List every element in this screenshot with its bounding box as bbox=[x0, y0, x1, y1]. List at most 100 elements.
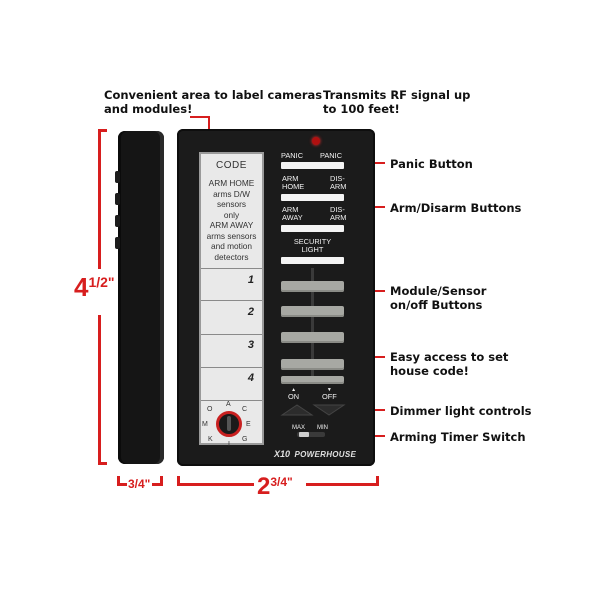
height-bracket-top bbox=[98, 129, 107, 132]
on-label: ▲ ON bbox=[288, 388, 299, 401]
height-bracket-bottom bbox=[98, 462, 107, 465]
security-light-label-2: LIGHT bbox=[301, 245, 324, 254]
max-label: MAX bbox=[292, 425, 306, 431]
callout-label-area: Convenient area to label cameras and mod… bbox=[104, 88, 323, 116]
label-line: detectors bbox=[214, 251, 249, 262]
label-slot-number: 4 bbox=[247, 372, 254, 384]
label-divider bbox=[201, 334, 262, 335]
callout-arming-timer: Arming Timer Switch bbox=[390, 430, 526, 444]
height-bracket-line-bottom bbox=[98, 315, 101, 465]
width-whole: 2 bbox=[257, 473, 271, 500]
security-light-label-1: SECURITY bbox=[293, 237, 332, 246]
width-dimension-label: 23/4" bbox=[257, 473, 293, 501]
side-ridge bbox=[115, 193, 120, 205]
label-area: CODE ARM HOME arms D/W sensors only ARM … bbox=[199, 152, 264, 445]
label-divider bbox=[201, 400, 262, 401]
width-bracket-line-left bbox=[177, 483, 254, 486]
callout-house-code: Easy access to set house code! bbox=[390, 350, 509, 378]
label-divider bbox=[201, 268, 262, 269]
dial-letter: O bbox=[207, 406, 213, 413]
module-button-4[interactable] bbox=[281, 359, 344, 370]
label-line: and motion bbox=[210, 241, 253, 251]
arm-home-label-2: HOME bbox=[282, 182, 305, 191]
dimmer-dim-button bbox=[312, 404, 346, 416]
house-code-dial[interactable] bbox=[216, 411, 242, 437]
callout-panic: Panic Button bbox=[390, 157, 473, 171]
module-button-1[interactable] bbox=[281, 281, 344, 292]
depth-bracket-right bbox=[160, 476, 163, 486]
depth-bracket-line-right bbox=[152, 483, 162, 486]
label-line: arms sensors bbox=[206, 230, 257, 241]
brand-name: POWERHOUSE bbox=[294, 450, 357, 459]
module-button-5[interactable] bbox=[281, 376, 344, 384]
height-fraction: 1/2" bbox=[88, 274, 115, 290]
dial-letter: K bbox=[208, 436, 213, 443]
panic-right-label: PANIC bbox=[320, 151, 343, 160]
dial-letter: E bbox=[246, 421, 251, 428]
height-bracket-line-top bbox=[98, 129, 101, 269]
arm-home-label-1: ARM bbox=[282, 174, 299, 183]
callout-rf-signal: Transmits RF signal up to 100 feet! bbox=[323, 88, 471, 116]
width-bracket-left bbox=[177, 476, 180, 486]
panic-left-label: PANIC bbox=[281, 151, 304, 160]
panic-button[interactable] bbox=[281, 162, 344, 169]
dial-letter: C bbox=[242, 406, 248, 413]
label-slot-number: 1 bbox=[247, 274, 254, 286]
label-slot-number: 2 bbox=[247, 306, 254, 318]
disarm-label-2: ARM bbox=[330, 182, 347, 191]
arm-away-button[interactable] bbox=[281, 225, 344, 232]
arm-away-label-2: AWAY bbox=[282, 213, 303, 222]
side-ridge bbox=[115, 171, 120, 183]
module-button-2[interactable] bbox=[281, 306, 344, 317]
off-label: ▼ OFF bbox=[322, 388, 337, 401]
remote-side-view bbox=[115, 131, 164, 464]
side-ridge bbox=[115, 237, 120, 249]
off-arrow-icon: ▼ bbox=[326, 387, 332, 393]
leader-label-area-h bbox=[190, 116, 210, 118]
height-whole: 4 bbox=[74, 272, 89, 302]
side-ridge bbox=[115, 215, 120, 227]
callout-module-sensor: Module/Sensor on/off Buttons bbox=[390, 284, 487, 312]
min-label: MIN bbox=[317, 425, 328, 431]
callout-dimmer: Dimmer light controls bbox=[390, 404, 532, 418]
depth-bracket-left bbox=[117, 476, 120, 486]
dial-slot bbox=[227, 416, 231, 431]
label-line: arms D/W bbox=[213, 188, 250, 199]
on-arrow-icon: ▲ bbox=[291, 387, 297, 393]
arming-timer-knob bbox=[299, 432, 309, 437]
brand-logo: X10 POWERHOUSE bbox=[274, 444, 356, 462]
dial-letter: M bbox=[202, 421, 208, 428]
label-line: ARM AWAY bbox=[209, 220, 254, 230]
dial-letter: A bbox=[226, 401, 231, 408]
arming-timer-switch[interactable] bbox=[297, 432, 325, 437]
depth-dimension-label: 3/4" bbox=[128, 477, 151, 491]
off-label-text: OFF bbox=[322, 392, 337, 401]
dial-letter: G bbox=[242, 436, 248, 443]
width-bracket-right bbox=[376, 476, 379, 486]
label-divider bbox=[201, 367, 262, 368]
label-slot-number: 3 bbox=[247, 339, 254, 351]
width-bracket-line-right bbox=[306, 483, 378, 486]
height-dimension-label: 41/2" bbox=[74, 272, 115, 303]
disarm2-label-1: DIS- bbox=[330, 205, 345, 214]
arm-home-button[interactable] bbox=[281, 194, 344, 201]
module-divider-track bbox=[311, 268, 314, 376]
disarm2-label-2: ARM bbox=[330, 213, 347, 222]
disarm-label-1: DIS- bbox=[330, 174, 345, 183]
security-light-button[interactable] bbox=[281, 257, 344, 264]
dimmer-controls[interactable] bbox=[280, 403, 346, 417]
label-code-title: CODE bbox=[216, 160, 247, 171]
label-line: only bbox=[223, 209, 240, 220]
label-line: sensors bbox=[216, 199, 247, 209]
depth-bracket-line-left bbox=[117, 483, 127, 486]
rf-indicator-led bbox=[312, 137, 320, 145]
label-line: ARM HOME bbox=[208, 178, 255, 188]
dial-letter: I bbox=[228, 441, 230, 448]
dimmer-bright-button bbox=[280, 404, 314, 416]
module-button-3[interactable] bbox=[281, 332, 344, 343]
on-label-text: ON bbox=[288, 392, 300, 401]
width-fraction: 3/4" bbox=[270, 475, 293, 489]
x10-logo-icon: X10 bbox=[274, 449, 291, 459]
label-divider bbox=[201, 300, 262, 301]
arm-away-label-1: ARM bbox=[282, 205, 299, 214]
